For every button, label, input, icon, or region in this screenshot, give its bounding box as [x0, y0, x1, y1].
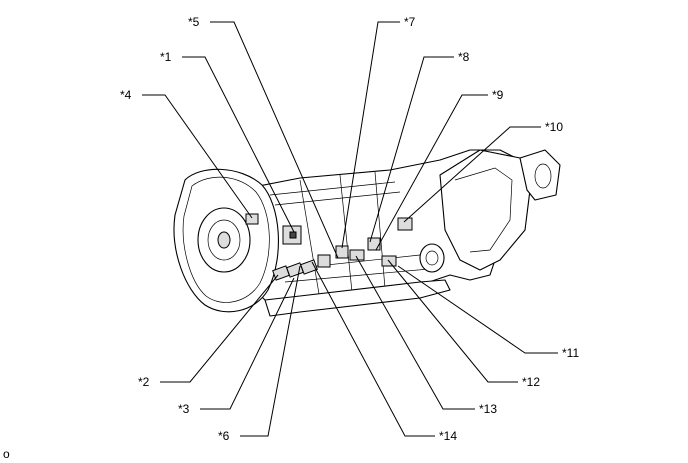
transmission-illustration — [173, 149, 561, 317]
callout-label-7: *7 — [404, 15, 416, 29]
callout-label-9: *9 — [492, 88, 504, 102]
callout-label-5: *5 — [188, 15, 200, 29]
callout-label-3: *3 — [178, 402, 190, 416]
callout-label-6: *6 — [218, 429, 230, 443]
component-parts — [245, 213, 413, 281]
callout-label-8: *8 — [458, 50, 470, 64]
corner-mark: o — [3, 447, 10, 461]
callout-label-11: *11 — [562, 346, 579, 360]
callout-labels: *5 *7 *1 *8 *4 *9 *10 *11 *2 *12 *3 *13 … — [120, 15, 579, 443]
callout-label-13: *13 — [479, 402, 497, 416]
callout-label-12: *12 — [522, 375, 540, 389]
callout-label-10: *10 — [545, 120, 563, 134]
callout-label-4: *4 — [120, 88, 132, 102]
callout-label-1: *1 — [160, 50, 172, 64]
callout-label-14: *14 — [439, 429, 457, 443]
leader-lines — [142, 21, 558, 437]
callout-label-2: *2 — [138, 375, 150, 389]
